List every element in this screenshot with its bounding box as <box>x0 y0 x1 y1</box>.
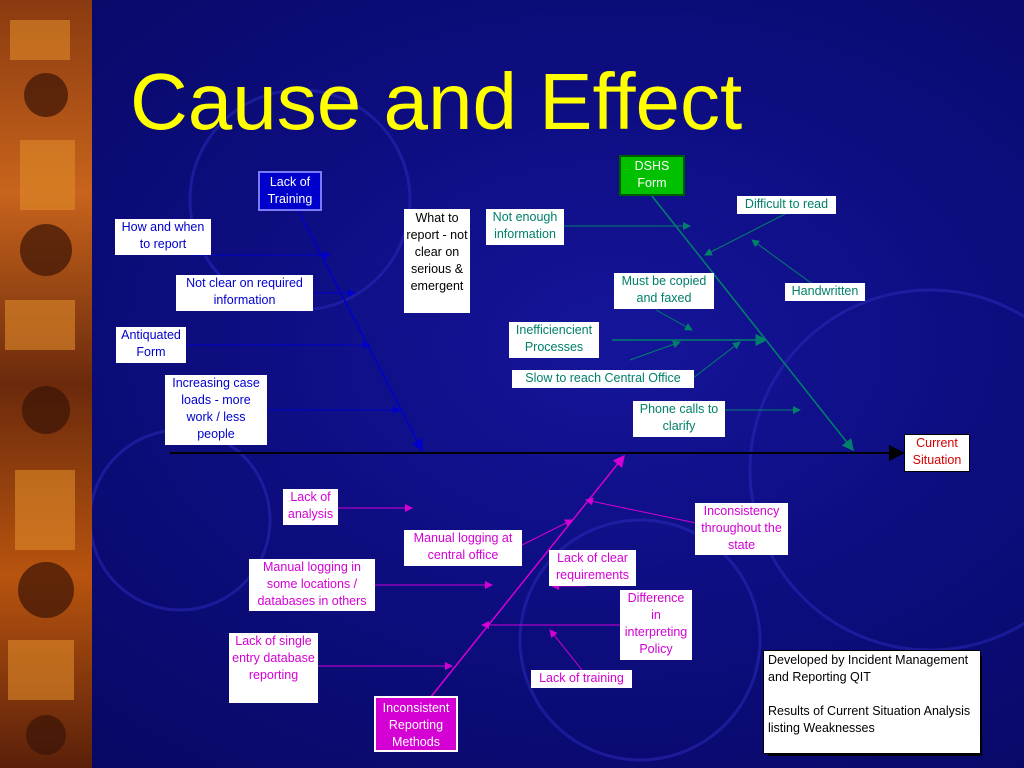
decorative-stripe <box>0 0 92 768</box>
reporting-cause-lack-of-training: Lack of training <box>531 670 632 688</box>
form-cause-arrow-6 <box>629 340 681 361</box>
reporting-cause-manual-logging-locations: Manual logging in some locations / datab… <box>249 559 375 611</box>
form-cause-arrow-4 <box>751 239 819 289</box>
reporting-cause-arrow-3 <box>585 497 697 524</box>
slide-title: Cause and Effect <box>130 57 743 146</box>
training-cause-how-when: How and when to report <box>115 219 211 255</box>
reporting-bone <box>429 454 625 699</box>
training-bone <box>297 209 423 452</box>
note-line-2: Results of Current Situation Analysis li… <box>768 704 971 735</box>
form-cause-inefficient-processes: Inefficiencient Processes <box>509 322 599 358</box>
note-box: Developed by Incident Management and Rep… <box>763 650 981 754</box>
training-cause-what-to-report: What to report - not clear on serious & … <box>404 209 470 313</box>
reporting-cause-inconsistency-state: Inconsistency throughout the state <box>695 503 788 555</box>
form-cause-arrow-2 <box>704 213 786 256</box>
effect-label: Current Situation <box>912 436 962 467</box>
form-category-header: DSHS Form <box>619 155 685 196</box>
reporting-cause-lack-of-analysis: Lack of analysis <box>283 489 338 525</box>
form-cause-slow-to-reach: Slow to reach Central Office <box>512 370 694 388</box>
form-cause-arrow-3 <box>655 309 693 331</box>
reporting-cause-arrow-8 <box>549 629 583 671</box>
form-bone <box>651 195 854 452</box>
form-cause-difficult-to-read: Difficult to read <box>737 196 836 214</box>
reporting-cause-difference-interpreting: Difference in interpreting Policy <box>620 590 692 660</box>
reporting-cause-single-entry-db: Lack of single entry database reporting <box>229 633 318 703</box>
training-cause-not-clear: Not clear on required information <box>176 275 313 311</box>
form-cause-phone-calls: Phone calls to clarify <box>633 401 725 437</box>
reporting-cause-arrow-2 <box>519 519 573 547</box>
form-cause-not-enough-info: Not enough information <box>486 209 564 245</box>
form-cause-arrow-7 <box>692 341 741 379</box>
note-line-1: Developed by Incident Management and Rep… <box>768 653 969 684</box>
training-cause-case-loads: Increasing case loads - more work / less… <box>165 375 267 445</box>
training-cause-antiquated-form: Antiquated Form <box>116 327 186 363</box>
form-cause-copied-faxed: Must be copied and faxed <box>614 273 714 309</box>
reporting-category-header: Inconsistent Reporting Methods <box>374 696 458 752</box>
form-cause-handwritten: Handwritten <box>785 283 865 301</box>
training-category-header: Lack of Training <box>258 171 322 211</box>
effect-box: Current Situation <box>904 434 970 472</box>
reporting-cause-manual-logging-central: Manual logging at central office <box>404 530 522 566</box>
reporting-cause-lack-clear-requirements: Lack of clear requirements <box>549 550 636 586</box>
